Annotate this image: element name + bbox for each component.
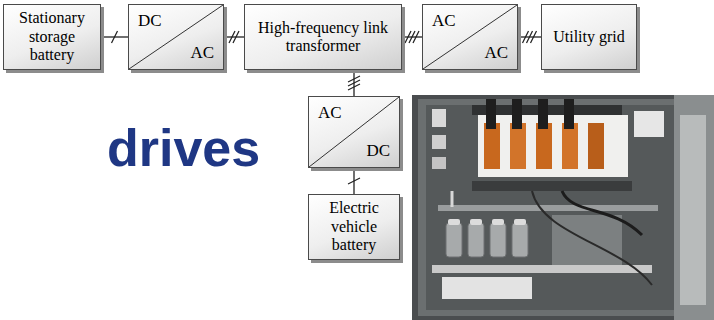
converter-label: AC <box>484 43 508 63</box>
converter-label: DC <box>138 11 162 31</box>
bus-slash <box>348 84 360 90</box>
box-label: Stationary storage battery <box>10 9 94 64</box>
bus-slash <box>348 178 360 184</box>
converter-label: AC <box>432 11 456 31</box>
bus-slash <box>233 31 239 43</box>
box-label: Utility grid <box>553 28 625 46</box>
battery-box: Electric vehicle battery <box>308 194 400 260</box>
converter-label: AC <box>190 43 214 63</box>
bus-slash <box>112 31 118 43</box>
converter-box: DC AC <box>128 4 224 70</box>
box-label: Electric vehicle battery <box>315 199 393 254</box>
converter-box: AC AC <box>422 4 518 70</box>
box-label: High-frequency link transformer <box>251 19 395 56</box>
converter-label: AC <box>318 103 342 123</box>
slide-heading-fragment: drives <box>107 118 260 178</box>
bus-line <box>224 36 244 37</box>
storage-box: Stationary storage battery <box>3 4 101 70</box>
converter-box: AC DC <box>308 96 400 168</box>
converter-label: DC <box>366 141 390 161</box>
bus-slash <box>531 31 537 43</box>
grid-box: Utility grid <box>541 4 637 70</box>
cabinet-photo <box>412 95 714 320</box>
bus-slash <box>413 31 419 43</box>
transformer-box: High-frequency link transformer <box>244 4 402 70</box>
